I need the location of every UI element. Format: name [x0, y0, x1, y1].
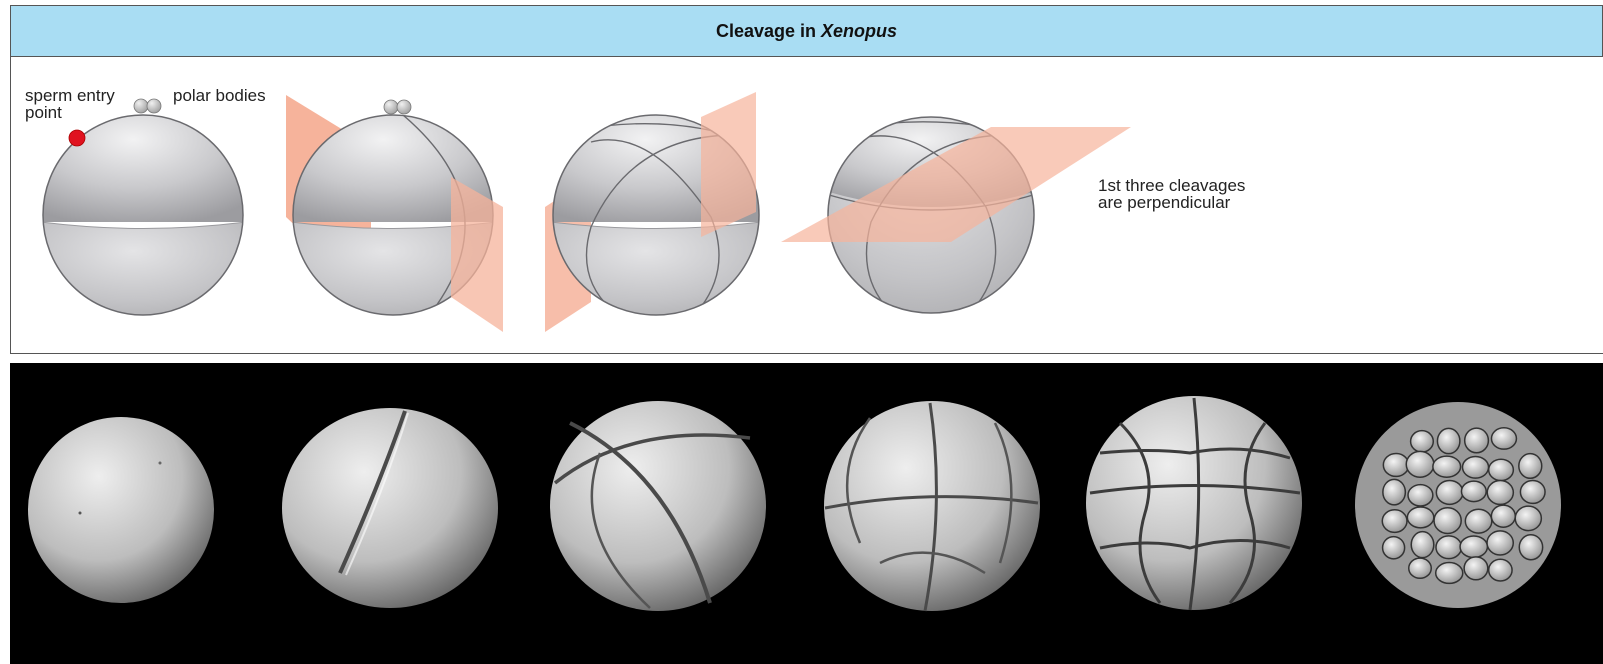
polar-body	[384, 100, 398, 114]
embryo-first-cleavage	[286, 95, 503, 332]
blastomere	[1489, 459, 1514, 480]
blastomere	[1434, 508, 1461, 534]
blastomere	[1436, 480, 1463, 504]
blastomere	[1519, 454, 1542, 479]
blastomere	[1464, 557, 1488, 580]
blastomere	[1520, 480, 1545, 503]
micrograph-canvas	[10, 363, 1603, 664]
title-text: Cleavage in	[716, 21, 816, 42]
polar-body	[134, 99, 148, 113]
blastomere	[1383, 453, 1408, 476]
blastomere	[1406, 451, 1434, 477]
sperm-entry-label-line2: point	[25, 104, 115, 121]
cleavage-note-line1: 1st three cleavages	[1098, 177, 1245, 194]
blastomere	[1487, 531, 1513, 555]
micrograph-16-cell	[1086, 396, 1302, 610]
blastomere	[1408, 485, 1433, 506]
embryo-third-cleavage	[781, 115, 1131, 315]
cleavage-note: 1st three cleavages are perpendicular	[1098, 177, 1245, 211]
sperm-entry-point-marker	[69, 130, 85, 146]
blastomere	[1433, 456, 1461, 477]
micrograph-4-cell	[550, 401, 766, 611]
embryo-second-cleavage	[545, 92, 761, 332]
polar-body	[147, 99, 161, 113]
blastomere	[1411, 532, 1434, 558]
micrograph-32-cell	[1355, 402, 1561, 608]
blastomere	[1383, 479, 1405, 505]
blastomere	[1407, 507, 1433, 528]
micrograph-8-cell	[824, 401, 1040, 611]
embryo-uncleaved	[41, 99, 246, 319]
sperm-entry-label: sperm entry point	[25, 87, 115, 121]
blastomere	[1465, 509, 1491, 533]
micrograph-1-cell	[28, 417, 214, 603]
cleavage-note-line2: are perpendicular	[1098, 194, 1245, 211]
blastomere	[1382, 510, 1407, 533]
blastomere	[1409, 558, 1431, 578]
sperm-entry-label-line1: sperm entry	[25, 87, 115, 104]
blastomere	[1462, 456, 1488, 478]
cleavage-plane	[451, 177, 503, 332]
blastomere	[1489, 559, 1512, 581]
blastomere	[1519, 535, 1542, 560]
blastomere	[1465, 428, 1489, 453]
polar-bodies-label: polar bodies	[173, 87, 266, 104]
blastomere	[1436, 563, 1463, 584]
blastomere	[1491, 428, 1516, 449]
blastomere	[1461, 481, 1486, 502]
micrograph-2-cell	[282, 408, 498, 608]
title-species: Xenopus	[821, 21, 897, 42]
blastomere	[1491, 505, 1515, 527]
blastomere	[1460, 536, 1487, 558]
blastomere	[1411, 431, 1434, 452]
blastomere	[1437, 428, 1459, 453]
micrograph-panel	[10, 363, 1603, 664]
blastomere	[1383, 537, 1405, 559]
diagram-panel: sperm entry point polar bodies 1st three…	[10, 57, 1603, 354]
cleavage-plane	[701, 92, 756, 237]
blastomere	[1436, 536, 1462, 559]
title-bar: Cleavage in Xenopus	[10, 5, 1603, 57]
polar-body	[397, 100, 411, 114]
blastomere	[1487, 481, 1513, 505]
blastomere	[1515, 506, 1541, 530]
